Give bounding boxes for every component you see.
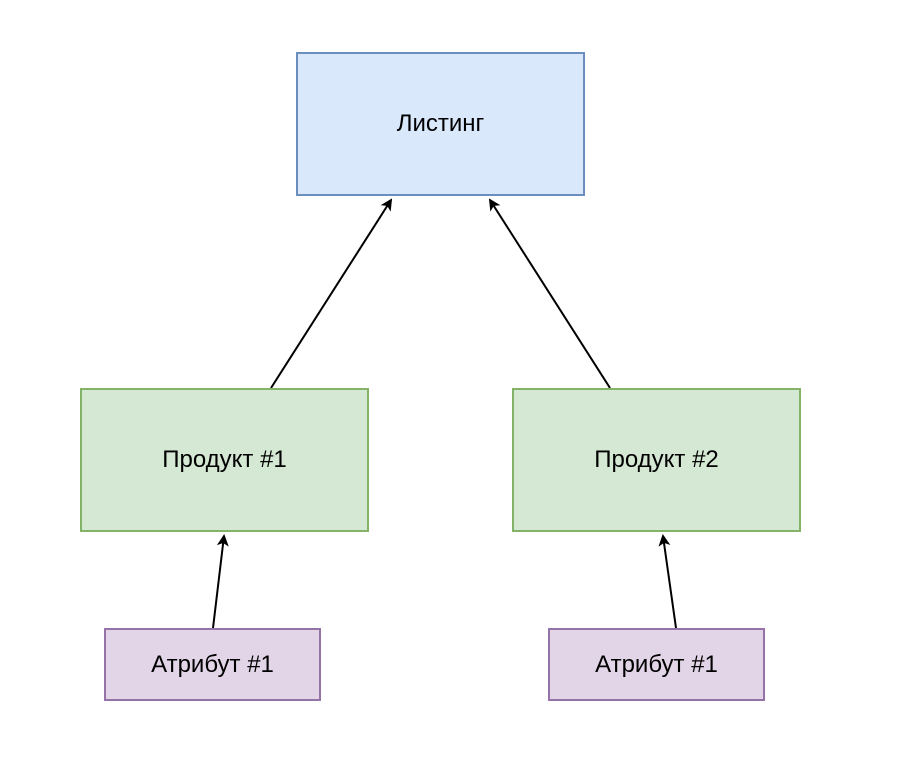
attribute-1-node[interactable]: Атрибут #1 — [104, 628, 321, 701]
edge-product-1-to-listing — [270, 198, 393, 389]
edge-attribute-1-to-product-1 — [212, 534, 229, 629]
listing-node-label: Листинг — [396, 110, 485, 137]
attribute-2-node-label: Атрибут #1 — [595, 650, 718, 678]
product-2-node-label: Продукт #2 — [594, 446, 719, 473]
attribute-2-node[interactable]: Атрибут #1 — [548, 628, 765, 701]
product-1-node[interactable]: Продукт #1 — [80, 388, 369, 532]
attribute-1-node-label: Атрибут #1 — [151, 650, 274, 678]
product-1-node-label: Продукт #1 — [162, 446, 287, 473]
edge-product-2-to-listing — [488, 198, 611, 389]
listing-node[interactable]: Листинг — [296, 52, 585, 196]
product-2-node[interactable]: Продукт #2 — [512, 388, 801, 532]
edge-attribute-2-to-product-2 — [658, 534, 677, 629]
